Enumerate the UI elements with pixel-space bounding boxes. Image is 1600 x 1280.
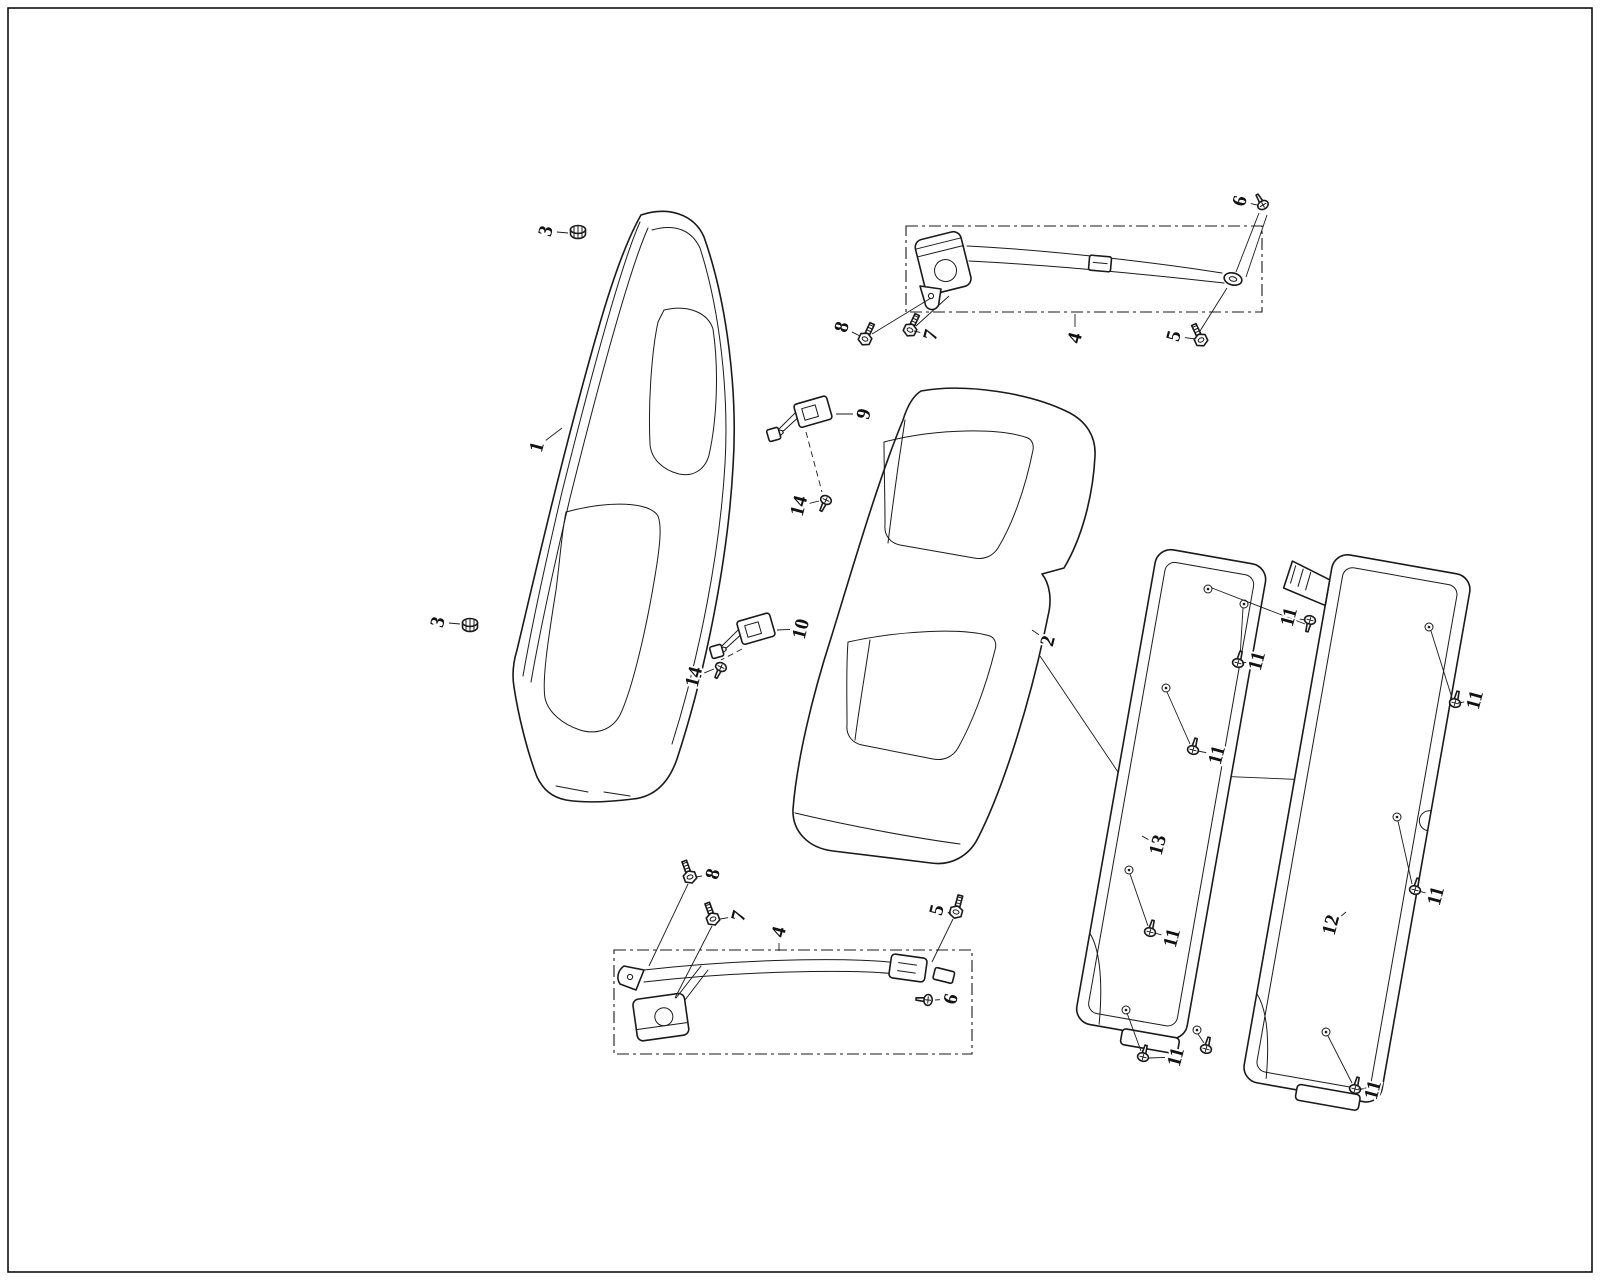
callout-leader-7	[719, 917, 729, 920]
callout-leader-11	[1148, 1056, 1166, 1059]
callout-leader-10	[776, 629, 791, 631]
belt-buckle-bottom	[888, 953, 928, 983]
seatbelt-retractor-top	[914, 230, 972, 295]
callout-leader-7	[913, 330, 921, 333]
callout-label-11: 11	[1462, 688, 1488, 712]
callout-label-5: 5	[1162, 328, 1186, 343]
callout-leader-3	[556, 231, 569, 234]
callout-leader-11	[1197, 750, 1207, 754]
bolt-part8-bottom	[677, 858, 699, 886]
callout-leader-6	[1250, 203, 1258, 206]
assembly-boundary-bottom	[613, 949, 973, 1055]
callout-leader-11	[1299, 618, 1306, 621]
callout-leader-8	[695, 875, 703, 878]
callout-leader-2	[1031, 629, 1040, 636]
callout-leader-14	[704, 668, 715, 674]
callout-leader-13	[1141, 835, 1149, 840]
seat-backrest-part1	[512, 210, 735, 803]
belt-anchor-plate-top	[919, 285, 942, 311]
screw-part6-bottom	[914, 992, 934, 1007]
callout-label-11: 11	[1423, 884, 1449, 908]
callout-label-3: 3	[534, 223, 558, 238]
callout-label-7: 7	[919, 327, 943, 342]
seatbelt-retractor-bottom	[632, 992, 690, 1042]
assembly-boundary-top	[905, 225, 1263, 313]
callout-leader-5	[947, 911, 952, 914]
belt-anchor-plate-bottom	[617, 965, 645, 991]
diagram-border	[7, 7, 1593, 1273]
side-panel-part13	[1075, 548, 1267, 1055]
callout-label-8: 8	[830, 319, 854, 334]
callout-label-10: 10	[788, 616, 814, 641]
callout-label-5: 5	[925, 902, 949, 917]
side-panel-part12	[1243, 553, 1471, 1111]
belt-slider-top	[1087, 254, 1113, 273]
callout-label-3: 3	[426, 614, 450, 629]
callout-label-11: 11	[1276, 605, 1302, 629]
leader-part14-top	[805, 431, 823, 493]
buckle-part9	[760, 394, 835, 443]
callout-leader-14	[809, 500, 820, 504]
callout-label-11: 11	[1163, 1045, 1189, 1069]
seatbelt-assembly-bottom-part4	[613, 883, 973, 1055]
screw-part14-bottom	[710, 660, 729, 682]
panel-screws-part11	[1126, 587, 1465, 1096]
bolt-part5-top	[1187, 321, 1210, 350]
panel12-bottom-tab	[1294, 1083, 1361, 1111]
callout-leader-8	[851, 331, 861, 337]
callout-leader-11	[1457, 701, 1465, 704]
callout-leader-11	[1154, 932, 1162, 936]
callout-leader-3	[448, 622, 461, 625]
callout-label-14: 14	[786, 493, 812, 518]
callout-label-1: 1	[525, 439, 549, 454]
callout-leader-1	[545, 427, 563, 441]
panel13-outline	[1075, 548, 1267, 1040]
callout-label-9: 9	[852, 406, 876, 421]
screw-part11	[1198, 1035, 1216, 1056]
callout-label-4: 4	[767, 924, 791, 939]
seat-cushion-part2	[792, 387, 1096, 865]
callout-label-7: 7	[727, 908, 751, 923]
callout-leader-11	[1241, 662, 1247, 664]
screw-part6-top	[1251, 191, 1271, 213]
seatbelt-assembly-top-part4	[871, 212, 1268, 335]
belt-anchor-ring-top	[1223, 271, 1243, 287]
buckle-part10	[703, 611, 778, 660]
callout-label-6: 6	[939, 991, 963, 1006]
bolt-part8-top	[856, 320, 879, 349]
callout-label-14: 14	[681, 664, 707, 689]
seat-backrest-outline	[512, 210, 735, 803]
seat-cushion-outline	[792, 387, 1096, 865]
screw-part14-top	[815, 493, 834, 515]
grommet-part3-top	[569, 224, 587, 240]
grommet-part3-bottom	[461, 617, 479, 633]
bolt-part5-bottom	[947, 893, 967, 921]
leader-part14-bottom	[720, 648, 743, 661]
panel12-top-bracket	[1282, 560, 1331, 607]
belt-tongue-bottom	[932, 966, 956, 985]
callout-leader-11	[1418, 890, 1426, 894]
panel12-outline	[1243, 553, 1471, 1103]
callout-leader-5	[1184, 337, 1196, 340]
callout-label-6: 6	[1228, 193, 1252, 208]
callout-label-8: 8	[701, 866, 725, 881]
bolt-part7-bottom	[700, 900, 722, 928]
belt-webbing-bottom	[643, 959, 899, 971]
callout-leader-12	[1339, 911, 1347, 919]
callout-label-4: 4	[1063, 330, 1087, 345]
